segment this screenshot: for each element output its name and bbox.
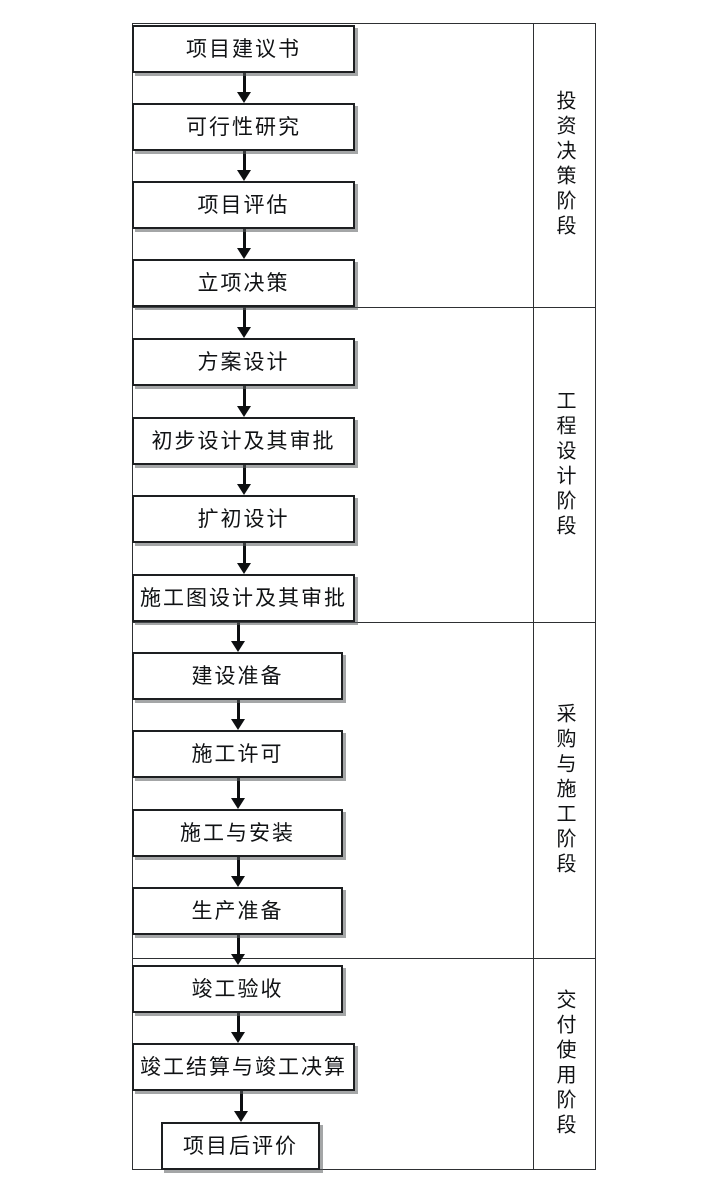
arrow-head-icon (237, 92, 251, 103)
process-node-n15[interactable]: 项目后评价 (161, 1122, 320, 1170)
connector-line-icon (237, 778, 240, 799)
process-node-label: 初步设计及其审批 (151, 428, 336, 453)
process-node-n2[interactable]: 可行性研究 (132, 103, 355, 151)
arrow-head-icon (231, 719, 245, 730)
process-node-n11[interactable]: 施工与安装 (132, 809, 343, 857)
connector-line-icon (240, 1091, 243, 1112)
process-node-label: 项目评估 (197, 192, 290, 217)
process-node-n6[interactable]: 初步设计及其审批 (132, 417, 355, 465)
process-node-label: 项目建议书 (186, 36, 301, 61)
process-node-label: 扩初设计 (197, 506, 290, 531)
process-node-n12[interactable]: 生产准备 (132, 887, 343, 935)
process-node-label: 立项决策 (197, 270, 290, 295)
process-node-n3[interactable]: 项目评估 (132, 181, 355, 229)
arrow-head-icon (237, 563, 251, 574)
arrow-head-icon (237, 248, 251, 259)
process-node-n7[interactable]: 扩初设计 (132, 495, 355, 543)
arrow-head-icon (231, 954, 245, 965)
phase-column-divider (533, 23, 534, 1170)
phase-divider-3 (132, 958, 596, 959)
process-node-label: 施工图设计及其审批 (140, 585, 347, 610)
process-node-n14[interactable]: 竣工结算与竣工决算 (132, 1043, 355, 1091)
process-node-label: 施工与安装 (180, 820, 295, 845)
arrow-head-icon (231, 798, 245, 809)
process-node-label: 施工许可 (191, 741, 284, 766)
process-node-label: 竣工验收 (191, 976, 284, 1001)
connector-line-icon (243, 543, 246, 564)
arrow-head-icon (231, 641, 245, 652)
connector-line-icon (243, 465, 246, 485)
process-node-label: 建设准备 (191, 663, 284, 688)
arrow-head-icon (237, 484, 251, 495)
process-node-n10[interactable]: 施工许可 (132, 730, 343, 778)
process-node-n4[interactable]: 立项决策 (132, 259, 355, 307)
process-node-label: 方案设计 (197, 349, 290, 374)
connector-line-icon (237, 622, 240, 642)
connector-line-icon (243, 307, 246, 328)
phase-divider-2 (132, 622, 596, 623)
arrow-head-icon (231, 1032, 245, 1043)
connector-line-icon (237, 857, 240, 877)
process-node-n13[interactable]: 竣工验收 (132, 965, 343, 1013)
process-node-n1[interactable]: 项目建议书 (132, 25, 355, 73)
process-node-n9[interactable]: 建设准备 (132, 652, 343, 700)
process-node-label: 项目后评价 (183, 1133, 298, 1158)
arrow-head-icon (234, 1111, 248, 1122)
process-node-label: 可行性研究 (186, 114, 301, 139)
arrow-head-icon (237, 170, 251, 181)
connector-line-icon (243, 229, 246, 249)
process-node-n8[interactable]: 施工图设计及其审批 (132, 574, 355, 622)
phase-divider-1 (132, 307, 596, 308)
arrow-head-icon (237, 406, 251, 417)
connector-line-icon (237, 1013, 240, 1033)
process-node-label: 竣工结算与竣工决算 (140, 1054, 347, 1079)
arrow-head-icon (231, 876, 245, 887)
process-node-label: 生产准备 (191, 898, 284, 923)
connector-line-icon (243, 386, 246, 407)
connector-line-icon (243, 73, 246, 93)
process-node-n5[interactable]: 方案设计 (132, 338, 355, 386)
connector-line-icon (243, 151, 246, 171)
arrow-head-icon (237, 327, 251, 338)
connector-line-icon (237, 935, 240, 955)
connector-line-icon (237, 700, 240, 720)
